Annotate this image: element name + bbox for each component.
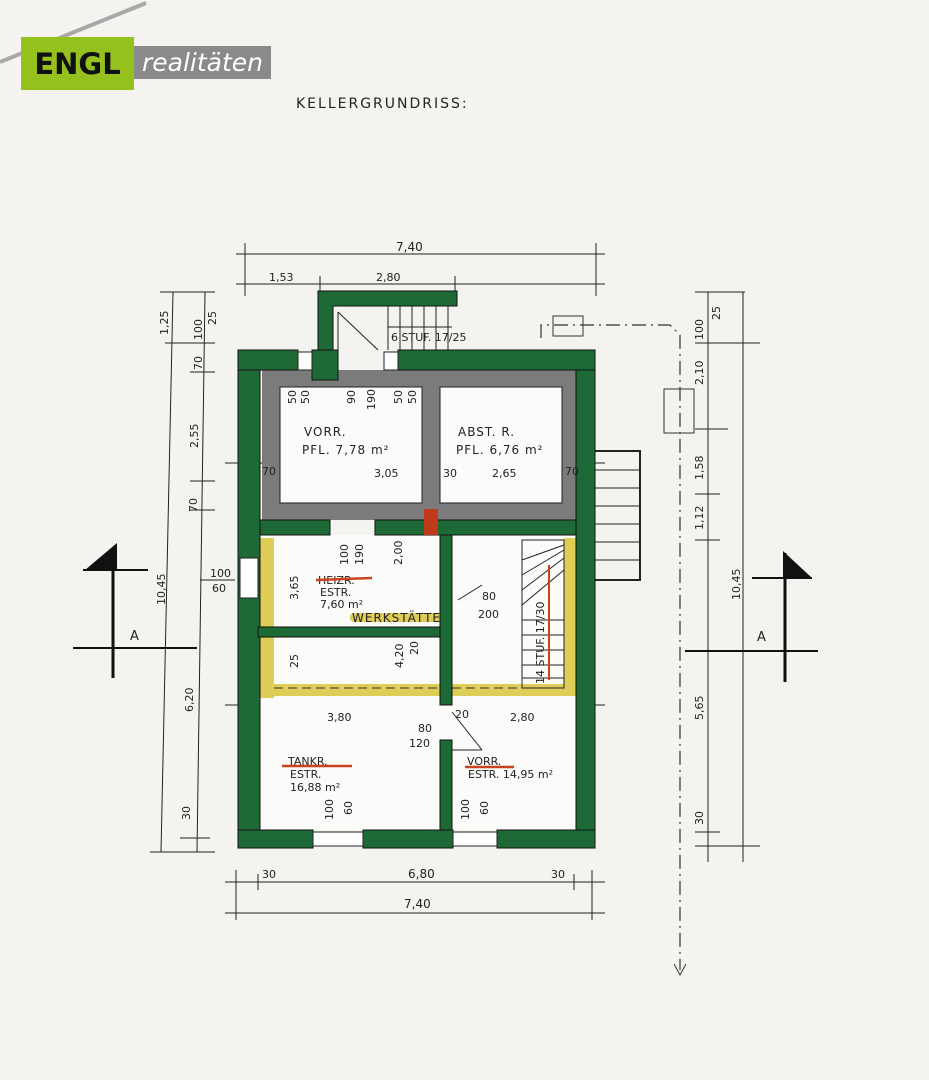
entrance-stair: 6 STUF. 17/25 [317, 290, 467, 353]
logo-brand: ENGL [21, 37, 134, 90]
stair-label-top: 6 STUF. 17/25 [391, 331, 467, 344]
room-abst-area: PFL. 6,76 m² [456, 443, 544, 457]
dim-opening: 50 [392, 390, 405, 404]
room-labels: VORR. PFL. 7,78 m² ABST. R. PFL. 6,76 m²… [282, 425, 553, 794]
room-vorr-bottom-name: VORR. [467, 755, 501, 768]
windows [239, 351, 498, 847]
lower-interior [258, 535, 576, 830]
shaft-box [552, 315, 584, 337]
dim-bottom-mid: 6,80 [408, 867, 435, 881]
walls [237, 349, 596, 849]
dim-lower-door: 120 [409, 737, 430, 750]
dim-left-window: 100 [210, 567, 231, 580]
dim-bottom-left: 30 [262, 868, 276, 881]
dim-left: 2,55 [188, 424, 201, 449]
room-abst [439, 386, 563, 504]
chimney [424, 509, 438, 535]
dim-mid-height: 4,20 [393, 644, 406, 669]
dim-right: 100 [693, 319, 706, 340]
dim-left: 6,20 [183, 688, 196, 713]
dim-lower-left: 3,80 [327, 711, 352, 724]
interior-stair [451, 539, 565, 751]
dim-right: 5,65 [693, 696, 706, 721]
dim-workshop-door: 80 [482, 590, 496, 603]
dim-side-right: 70 [565, 465, 579, 478]
room-heizr-floor: ESTR. [320, 586, 351, 599]
dim-mid-wall: 20 [408, 641, 421, 655]
section-label-right: A [757, 630, 766, 645]
axis-line [540, 324, 681, 970]
room-werkstaette-name: WERKSTÄTTE [352, 610, 441, 625]
room-tankr-area: 16,88 m² [290, 781, 340, 794]
dim-heizr-height: 3,65 [288, 576, 301, 601]
shaft-box [663, 388, 695, 434]
room-heizr-area: 7,60 m² [320, 598, 363, 611]
stair-label-inner: 14 STUF. 17/30 [534, 601, 547, 684]
dim-window-bl: 60 [342, 801, 355, 815]
dim-mid-25: 25 [288, 654, 301, 668]
dim-room-left: 3,05 [374, 467, 399, 480]
section-marker-left: A [73, 543, 197, 678]
plan-title: KELLERGRUNDRISS: [296, 96, 469, 112]
dim-window-br: 100 [459, 799, 472, 820]
dim-room-wall: 30 [443, 467, 457, 480]
dim-opening: 50 [299, 390, 312, 404]
logo-tagline: realitäten [134, 45, 272, 79]
dim-heizr-door: 190 [353, 544, 366, 565]
room-tankr-floor: ESTR. [290, 768, 321, 781]
logo: ENGL realitäten [21, 37, 272, 90]
dim-lower-door: 80 [418, 722, 432, 735]
room-abst-name: ABST. R. [458, 425, 515, 439]
dim-right: 1,12 [693, 506, 706, 531]
dim-right: 25 [710, 306, 723, 320]
dim-room-right: 2,65 [492, 467, 517, 480]
dim-left: 70 [192, 356, 205, 370]
exterior-stair [595, 450, 641, 581]
room-vorr-bottom-area: ESTR. 14,95 m² [468, 768, 553, 781]
dim-window-br: 60 [478, 801, 491, 815]
dim-heizr-door: 100 [338, 544, 351, 565]
dim-left: 25 [206, 311, 219, 325]
dim-left: 30 [180, 806, 193, 820]
dim-top-stair: 2,80 [376, 271, 401, 284]
dim-opening: 190 [365, 389, 378, 410]
dim-left: 70 [187, 498, 200, 512]
dim-right: 1,58 [693, 456, 706, 481]
dim-left: 10,45 [155, 574, 168, 606]
dim-right: 2,10 [693, 361, 706, 386]
room-vorr-top-area: PFL. 7,78 m² [302, 443, 390, 457]
room-vorr-top-name: VORR. [304, 425, 347, 439]
dim-opening: 50 [406, 390, 419, 404]
dim-right: 10,45 [730, 569, 743, 601]
dim-lower-right: 2,80 [510, 711, 535, 724]
dim-left: 100 [192, 319, 205, 340]
dim-bottom-right: 30 [551, 868, 565, 881]
dim-side-left: 70 [262, 465, 276, 478]
dimension-labels: 7,40 1,53 2,80 30 6,80 30 7,40 1,25 100 … [155, 240, 743, 911]
underline [315, 576, 373, 582]
section-label-left: A [130, 629, 139, 644]
dim-workshop-depth: 2,00 [392, 541, 405, 566]
dim-left-window: 60 [212, 582, 226, 595]
dim-top-left: 1,53 [269, 271, 294, 284]
dim-workshop-door: 200 [478, 608, 499, 621]
dim-opening: 50 [286, 390, 299, 404]
dim-opening: 90 [345, 390, 358, 404]
section-marker-right: A [685, 551, 818, 682]
room-vorr-top [279, 386, 423, 504]
dim-lower-wall: 20 [455, 708, 469, 721]
dim-bottom-total: 7,40 [404, 897, 431, 911]
dim-right: 30 [693, 811, 706, 825]
yellow-highlights [260, 538, 576, 698]
dim-top-total: 7,40 [396, 240, 423, 254]
arrow-down-icon [673, 963, 687, 977]
dim-window-bl: 100 [323, 799, 336, 820]
dim-left: 1,25 [158, 311, 171, 336]
